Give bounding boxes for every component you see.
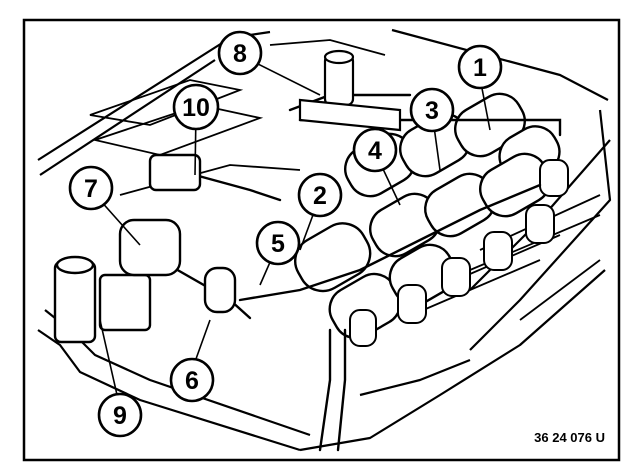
- svg-text:3: 3: [425, 97, 439, 125]
- sensor-bracket: [53, 153, 237, 344]
- svg-text:1: 1: [473, 54, 487, 82]
- svg-text:9: 9: [113, 402, 127, 430]
- callout-8: 8: [217, 30, 263, 76]
- callout-7: 7: [68, 165, 114, 211]
- callout-6: 6: [169, 357, 215, 403]
- svg-text:4: 4: [368, 137, 382, 165]
- callout-2: 2: [297, 172, 343, 218]
- callout-1: 1: [457, 44, 503, 90]
- svg-text:7: 7: [84, 175, 98, 203]
- shaft-part: [298, 49, 402, 132]
- svg-text:10: 10: [182, 94, 210, 122]
- svg-text:2: 2: [313, 182, 327, 210]
- callout-10: 10: [172, 83, 220, 131]
- connector-plugs: [349, 159, 569, 347]
- callout-4: 4: [352, 127, 398, 173]
- callout-5: 5: [255, 220, 301, 266]
- svg-text:8: 8: [233, 40, 247, 68]
- figure-reference-code: 36 24 076 U: [534, 430, 605, 445]
- callout-9: 9: [97, 392, 143, 438]
- callout-3: 3: [409, 87, 455, 133]
- svg-text:5: 5: [271, 230, 285, 258]
- svg-text:6: 6: [185, 367, 199, 395]
